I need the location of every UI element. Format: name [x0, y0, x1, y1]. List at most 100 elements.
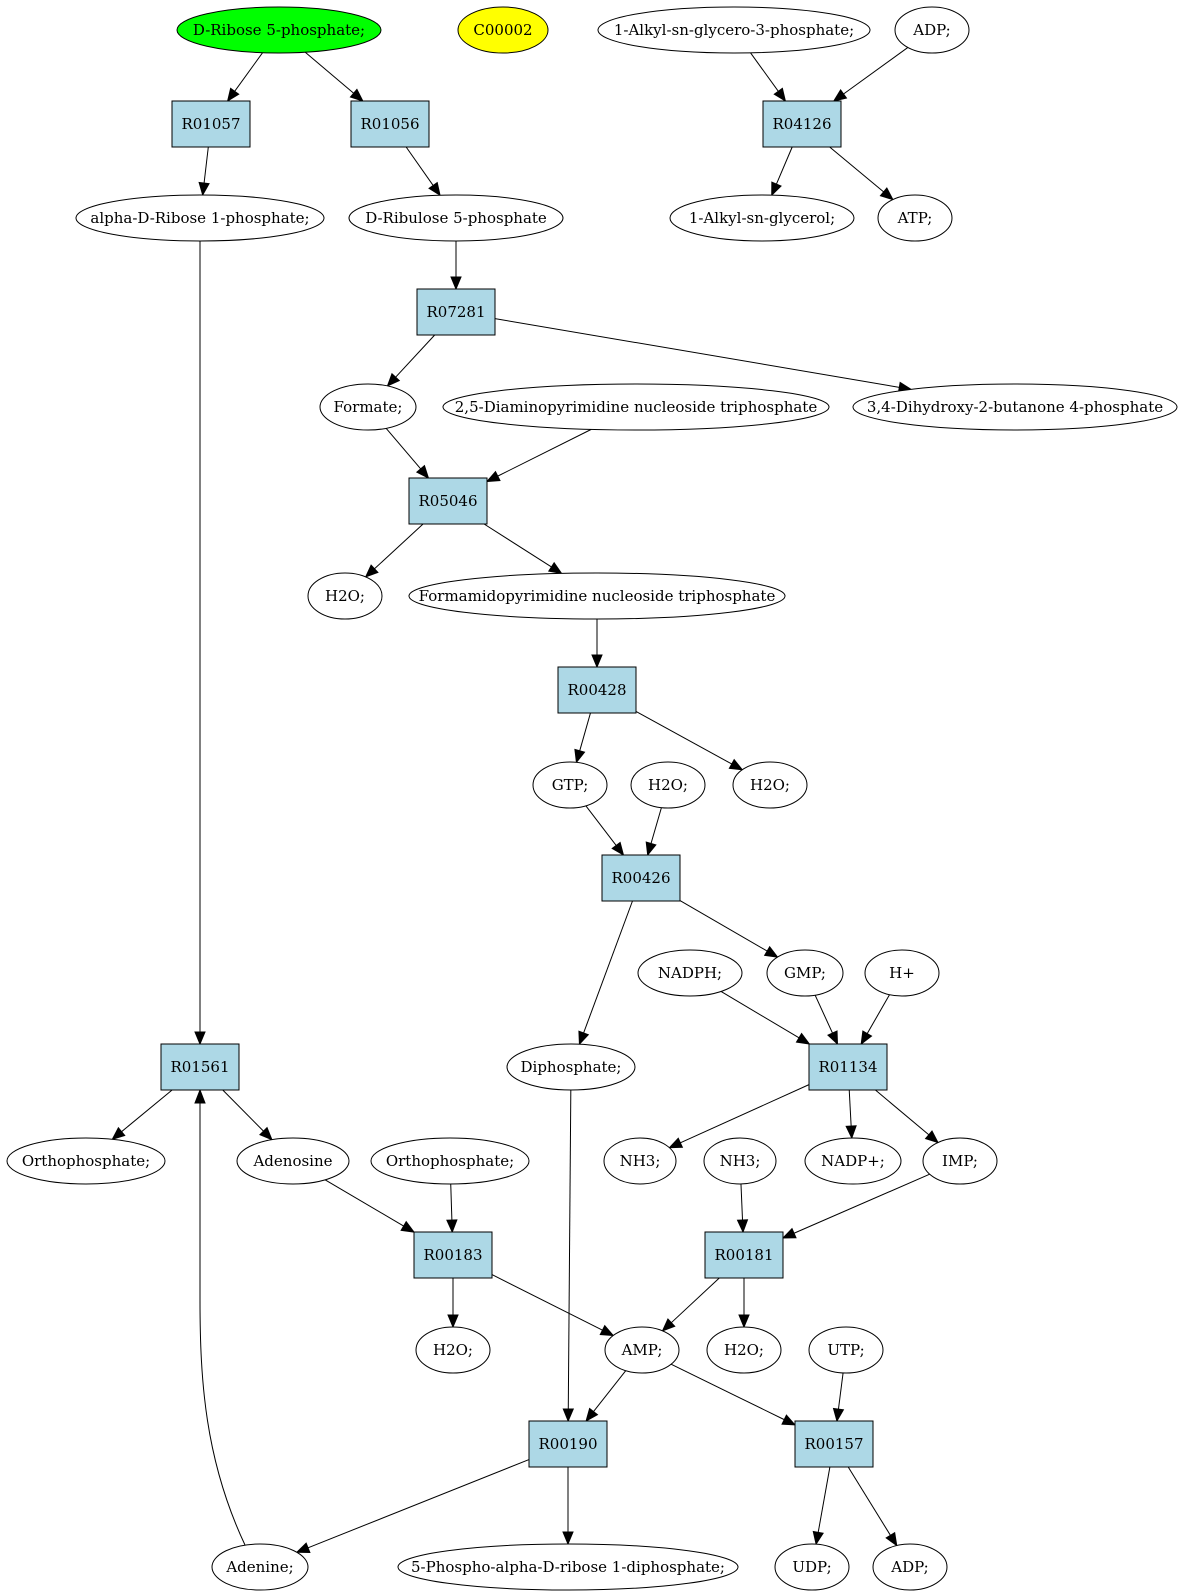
edge-c_diphosphate-r00190: [567, 1089, 572, 1410]
compound-node-c_imp[interactable]: IMP;: [922, 1137, 998, 1185]
edge-r01134-c_nh3a: [680, 1084, 810, 1144]
arrowhead: [194, 1031, 206, 1046]
compound-node-c_c00002[interactable]: C00002: [457, 6, 549, 54]
compound-node-c_formamidopyr[interactable]: Formamidopyrimidine nucleoside triphosph…: [408, 572, 786, 620]
arrowhead: [349, 88, 364, 102]
reaction-node-r01056[interactable]: R01056: [350, 100, 430, 148]
edge-r01056-c_ribulose5p: [405, 146, 434, 186]
compound-ellipse: [872, 1543, 948, 1591]
reaction-node-r01561[interactable]: R01561: [160, 1043, 240, 1091]
edge-r01134-c_nadp: [848, 1089, 852, 1127]
edge-r04126-c_atp: [829, 146, 884, 193]
compound-node-c_nadph[interactable]: NADPH;: [637, 949, 743, 997]
compound-node-c_h2o1[interactable]: H2O;: [307, 572, 383, 620]
compound-ellipse: [808, 1326, 884, 1374]
arrowhead: [832, 89, 848, 102]
compound-label: 1-Alkyl-sn-glycerol;: [689, 209, 835, 227]
arrowhead: [736, 1219, 749, 1234]
compound-node-c_diphosphate[interactable]: Diphosphate;: [506, 1043, 636, 1091]
compound-ellipse: [630, 761, 706, 809]
edge-r00428-c_h2o3: [635, 710, 732, 765]
compound-node-c_h2o5[interactable]: H2O;: [706, 1326, 782, 1374]
edge-r01134-c_imp: [875, 1089, 930, 1136]
compound-label: NADPH;: [658, 964, 722, 982]
compound-node-c_nh3b[interactable]: NH3;: [703, 1137, 777, 1185]
compound-node-c_ribulose5p[interactable]: D-Ribulose 5-phosphate: [348, 194, 564, 242]
arrowhead: [763, 945, 779, 958]
reaction-label: R00157: [804, 1435, 863, 1453]
compound-node-c_dihydroxybut[interactable]: 3,4-Dihydroxy-2-butanone 4-phosphate: [852, 383, 1178, 431]
reaction-node-r01134[interactable]: R01134: [808, 1043, 888, 1091]
compound-node-c_h2o2[interactable]: H2O;: [630, 761, 706, 809]
reaction-node-r00181[interactable]: R00181: [704, 1231, 784, 1279]
compound-node-c_adenosine[interactable]: Adenosine: [236, 1137, 350, 1185]
compound-node-c_utp[interactable]: UTP;: [808, 1326, 884, 1374]
edge-r00181-c_amp: [670, 1277, 720, 1324]
compound-node-c_h2o3[interactable]: H2O;: [732, 761, 808, 809]
compound-node-c_diaminopyr[interactable]: 2,5-Diaminopyrimidine nucleoside triphos…: [442, 383, 830, 431]
edge-c_hplus-r01134: [866, 994, 890, 1034]
compound-node-c_gmp[interactable]: GMP;: [766, 949, 844, 997]
reaction-node-r07281[interactable]: R07281: [416, 288, 496, 336]
compound-ellipse: [176, 6, 382, 54]
reaction-label: R00183: [423, 1246, 482, 1264]
compound-ellipse: [804, 1137, 902, 1185]
compound-node-c_hplus[interactable]: H+: [864, 949, 940, 997]
compound-node-c_adenine[interactable]: Adenine;: [211, 1543, 309, 1591]
compound-node-c_formate[interactable]: Formate;: [319, 383, 417, 431]
reaction-node-r05046[interactable]: R05046: [408, 477, 488, 525]
arrowhead: [879, 187, 894, 201]
compound-node-c_nadp[interactable]: NADP+;: [804, 1137, 902, 1185]
edge-c_diaminopyr-r05046: [497, 428, 592, 477]
compound-ellipse: [6, 1137, 166, 1185]
edge-r00426-c_gmp: [679, 900, 768, 952]
compound-node-c_adp2[interactable]: ADP;: [872, 1543, 948, 1591]
compound-node-c_prpp[interactable]: 5-Phospho-alpha-D-ribose 1-diphosphate;: [397, 1543, 739, 1591]
reaction-node-r00190[interactable]: R00190: [528, 1420, 608, 1468]
edge-c_gmp-r01134: [814, 994, 833, 1034]
reaction-node-r01057[interactable]: R01057: [171, 100, 251, 148]
compound-ellipse: [319, 383, 417, 431]
edge-c_imp-r00181: [793, 1173, 930, 1234]
compound-label: GTP;: [552, 776, 589, 794]
compound-node-c_alkylglycerol[interactable]: 1-Alkyl-sn-glycerol;: [669, 194, 855, 242]
compound-label: alpha-D-Ribose 1-phosphate;: [90, 209, 309, 227]
compound-label: H2O;: [750, 776, 790, 794]
reaction-box: [350, 100, 430, 148]
compound-node-c_atp[interactable]: ATP;: [877, 194, 953, 242]
compound-node-c_amp[interactable]: AMP;: [604, 1326, 680, 1374]
arrowhead: [364, 564, 379, 578]
reaction-label: R01056: [360, 115, 419, 133]
arrowhead: [446, 1219, 458, 1234]
arrowhead: [860, 1030, 873, 1046]
compound-label: H2O;: [325, 587, 365, 605]
compound-node-c_orthophos2[interactable]: Orthophosphate;: [370, 1137, 530, 1185]
compound-node-c_aribose1p[interactable]: alpha-D-Ribose 1-phosphate;: [75, 194, 325, 242]
reaction-node-r00426[interactable]: R00426: [601, 854, 681, 902]
arrowhead: [599, 1324, 615, 1337]
reaction-box: [408, 477, 488, 525]
compound-ellipse: [408, 572, 786, 620]
compound-ellipse: [706, 1326, 782, 1374]
compound-node-c_adp1[interactable]: ADP;: [894, 6, 970, 54]
compound-label: UDP;: [792, 1558, 831, 1576]
reaction-node-r00157[interactable]: R00157: [794, 1420, 874, 1468]
compound-node-c_orthophos1[interactable]: Orthophosphate;: [6, 1137, 166, 1185]
compound-node-c_gtp[interactable]: GTP;: [532, 761, 608, 809]
reaction-node-r04126[interactable]: R04126: [762, 100, 842, 148]
arrowhead: [574, 748, 586, 764]
compound-node-c_ribose5p[interactable]: D-Ribose 5-phosphate;: [176, 6, 382, 54]
compound-node-c_h2o4[interactable]: H2O;: [415, 1326, 491, 1374]
reaction-label: R00428: [567, 681, 626, 699]
arrowhead: [885, 1531, 898, 1547]
edge-adenine-r01561: [199, 1102, 246, 1546]
arrowhead: [198, 181, 210, 197]
reaction-node-r00183[interactable]: R00183: [413, 1231, 493, 1279]
compound-ellipse: [703, 1137, 777, 1185]
reaction-node-r00428[interactable]: R00428: [557, 666, 637, 714]
compound-node-c_alkylg3p[interactable]: 1-Alkyl-sn-glycero-3-phosphate;: [597, 6, 871, 54]
compound-node-c_udp[interactable]: UDP;: [774, 1543, 850, 1591]
compound-node-c_nh3a[interactable]: NH3;: [603, 1137, 677, 1185]
edge-r00157-c_udp: [817, 1466, 831, 1533]
